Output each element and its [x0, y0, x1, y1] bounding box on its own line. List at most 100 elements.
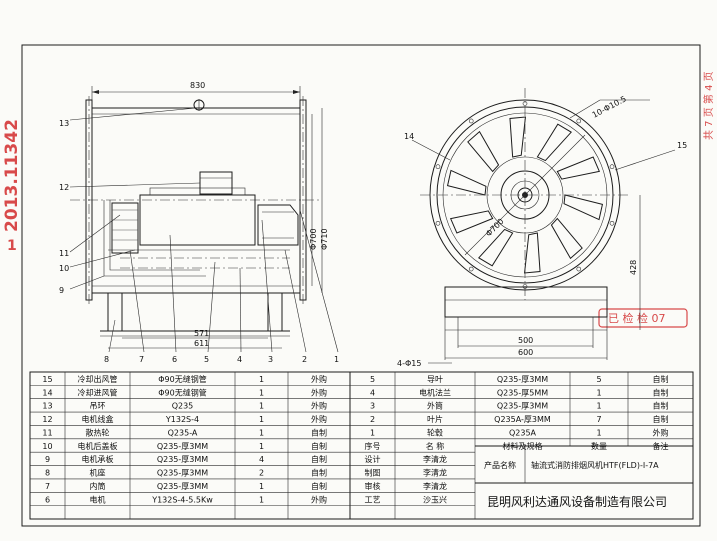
bom-left-note: 自制 [311, 481, 327, 491]
bom-left-no: 6 [45, 495, 50, 504]
bom-left-name: 冷却出风管 [78, 374, 118, 384]
dim-500: 500 [518, 336, 533, 345]
bom-left-no: 8 [45, 469, 50, 478]
bom-right-spec: Q235-厚5MM [497, 388, 548, 397]
bom-right-name: 外筒 [427, 401, 443, 411]
bom-left-no: 10 [42, 442, 52, 451]
dim-bolt-holes: 10-Φ10.5 [591, 94, 628, 119]
bom-right-no: 4 [370, 388, 375, 397]
dim-611: 611 [194, 339, 209, 348]
bom-left-name: 冷却进风管 [78, 387, 118, 397]
callout-4: 4 [237, 355, 242, 364]
bom-left-qty: 2 [259, 469, 264, 478]
bom-left-spec: Q235-厚3MM [157, 469, 208, 478]
dim-571: 571 [194, 329, 209, 338]
bom-right-name: 导叶 [427, 375, 443, 384]
bom-left-note: 自制 [311, 454, 327, 464]
guide-vane [556, 156, 601, 180]
bom-left-spec: Q235-厚3MM [157, 442, 208, 451]
guide-vane [509, 116, 527, 158]
bom-header-qty: 数量 [591, 441, 607, 451]
bom-left-name: 电机后盖板 [78, 441, 118, 451]
bom-left-no: 11 [42, 428, 52, 437]
inspection-stamp-text: 已 检 检 07 [608, 311, 666, 325]
bom-header-spec: 材料及规格 [503, 441, 543, 451]
signoff-name: 沙玉兴 [423, 495, 447, 504]
bom-left-qty: 1 [259, 482, 264, 491]
signoff-role: 工艺 [365, 495, 381, 504]
bom-left-no: 12 [42, 415, 52, 424]
bom-right-no: 1 [370, 428, 375, 437]
bom-left-spec: Φ90无缝钢管 [158, 387, 206, 397]
dim-foot-holes: 4-Φ15 [397, 359, 421, 368]
bom-left-qty: 1 [259, 388, 264, 397]
bom-right-name: 叶片 [427, 414, 443, 424]
bom-left-no: 14 [42, 388, 52, 397]
callout-15: 15 [677, 141, 687, 150]
callout-14: 14 [404, 132, 414, 141]
bom-left-name: 电机线盒 [82, 414, 114, 424]
bom-right-note: 自制 [653, 374, 669, 384]
signoff-role: 设计 [365, 454, 381, 464]
bom-header-no: 序号 [365, 441, 381, 451]
product-label: 产品名称 [484, 460, 516, 470]
dim-dia700-front: Φ700 [484, 217, 506, 239]
guide-vane [550, 217, 583, 260]
bom-left-spec: Y132S-4-5.5Kw [151, 495, 213, 504]
stamp-left-mark: 1 [7, 238, 17, 254]
bom-right-qty: 1 [596, 428, 601, 437]
callout-2: 2 [302, 355, 307, 364]
inspection-stamp: 已 检 检 07 [598, 308, 688, 328]
company-name: 昆明风利达通风设备制造有限公司 [487, 495, 667, 509]
bom-right-note: 外购 [653, 427, 669, 437]
bom-left-note: 自制 [311, 441, 327, 451]
callout-11: 11 [59, 249, 69, 258]
bom-right-spec: Q235-厚3MM [497, 402, 548, 411]
bom-left-spec: Q235-厚3MM [157, 482, 208, 491]
guide-vane [523, 232, 541, 274]
bom-left-spec: Q235-A [168, 428, 198, 437]
bolt-hole [468, 118, 474, 124]
drawing-frame [21, 44, 701, 527]
bolt-hole [468, 266, 474, 272]
bom-left-no: 9 [45, 455, 50, 464]
bom-left-qty: 1 [259, 375, 264, 384]
bom-left-spec: Q235-厚3MM [157, 455, 208, 464]
dim-dia700-side: Φ700 [309, 228, 318, 250]
bom-left-qty: 1 [259, 495, 264, 504]
signoff-role: 审核 [365, 481, 381, 491]
bom-header-name: 名 称 [426, 441, 445, 451]
bom-right-qty: 1 [596, 402, 601, 411]
signoff-name: 李清龙 [423, 454, 447, 464]
bom-left-note: 自制 [311, 427, 327, 437]
guide-vane [446, 169, 487, 196]
callout-7: 7 [139, 355, 144, 364]
bom-right-name: 轮毂 [427, 427, 443, 437]
product-name: 轴流式消防排烟风机HTF(FLD)-I-7A [531, 460, 659, 470]
guide-vane [536, 123, 572, 162]
bolt-hole [609, 220, 615, 226]
callout-3: 3 [268, 355, 273, 364]
dim-dia710-side: Φ710 [320, 228, 329, 250]
stamp-left: 2013.11342 [2, 119, 22, 232]
callout-9: 9 [59, 286, 64, 295]
bom-header-note: 备注 [653, 441, 669, 451]
bom-right-note: 自制 [653, 414, 669, 424]
bolt-hole [435, 220, 441, 226]
bolt-hole [576, 266, 582, 272]
bom-left-note: 外购 [311, 401, 327, 411]
bom-left-name: 内筒 [90, 481, 106, 491]
side-view: 830 [59, 81, 339, 364]
bom-left-name: 电机 [90, 494, 106, 504]
callout-8: 8 [104, 355, 109, 364]
bom-left-spec: Q235 [172, 402, 194, 411]
bom-right-no: 2 [370, 415, 375, 424]
bom-right-no: 3 [370, 402, 375, 411]
bom-right-spec: Q235A-厚3MM [494, 415, 551, 424]
bolt-hole [435, 164, 441, 170]
bom-left-qty: 4 [259, 455, 264, 464]
bom-left-name: 散热轮 [86, 427, 110, 437]
signoff-role: 制图 [365, 468, 381, 478]
